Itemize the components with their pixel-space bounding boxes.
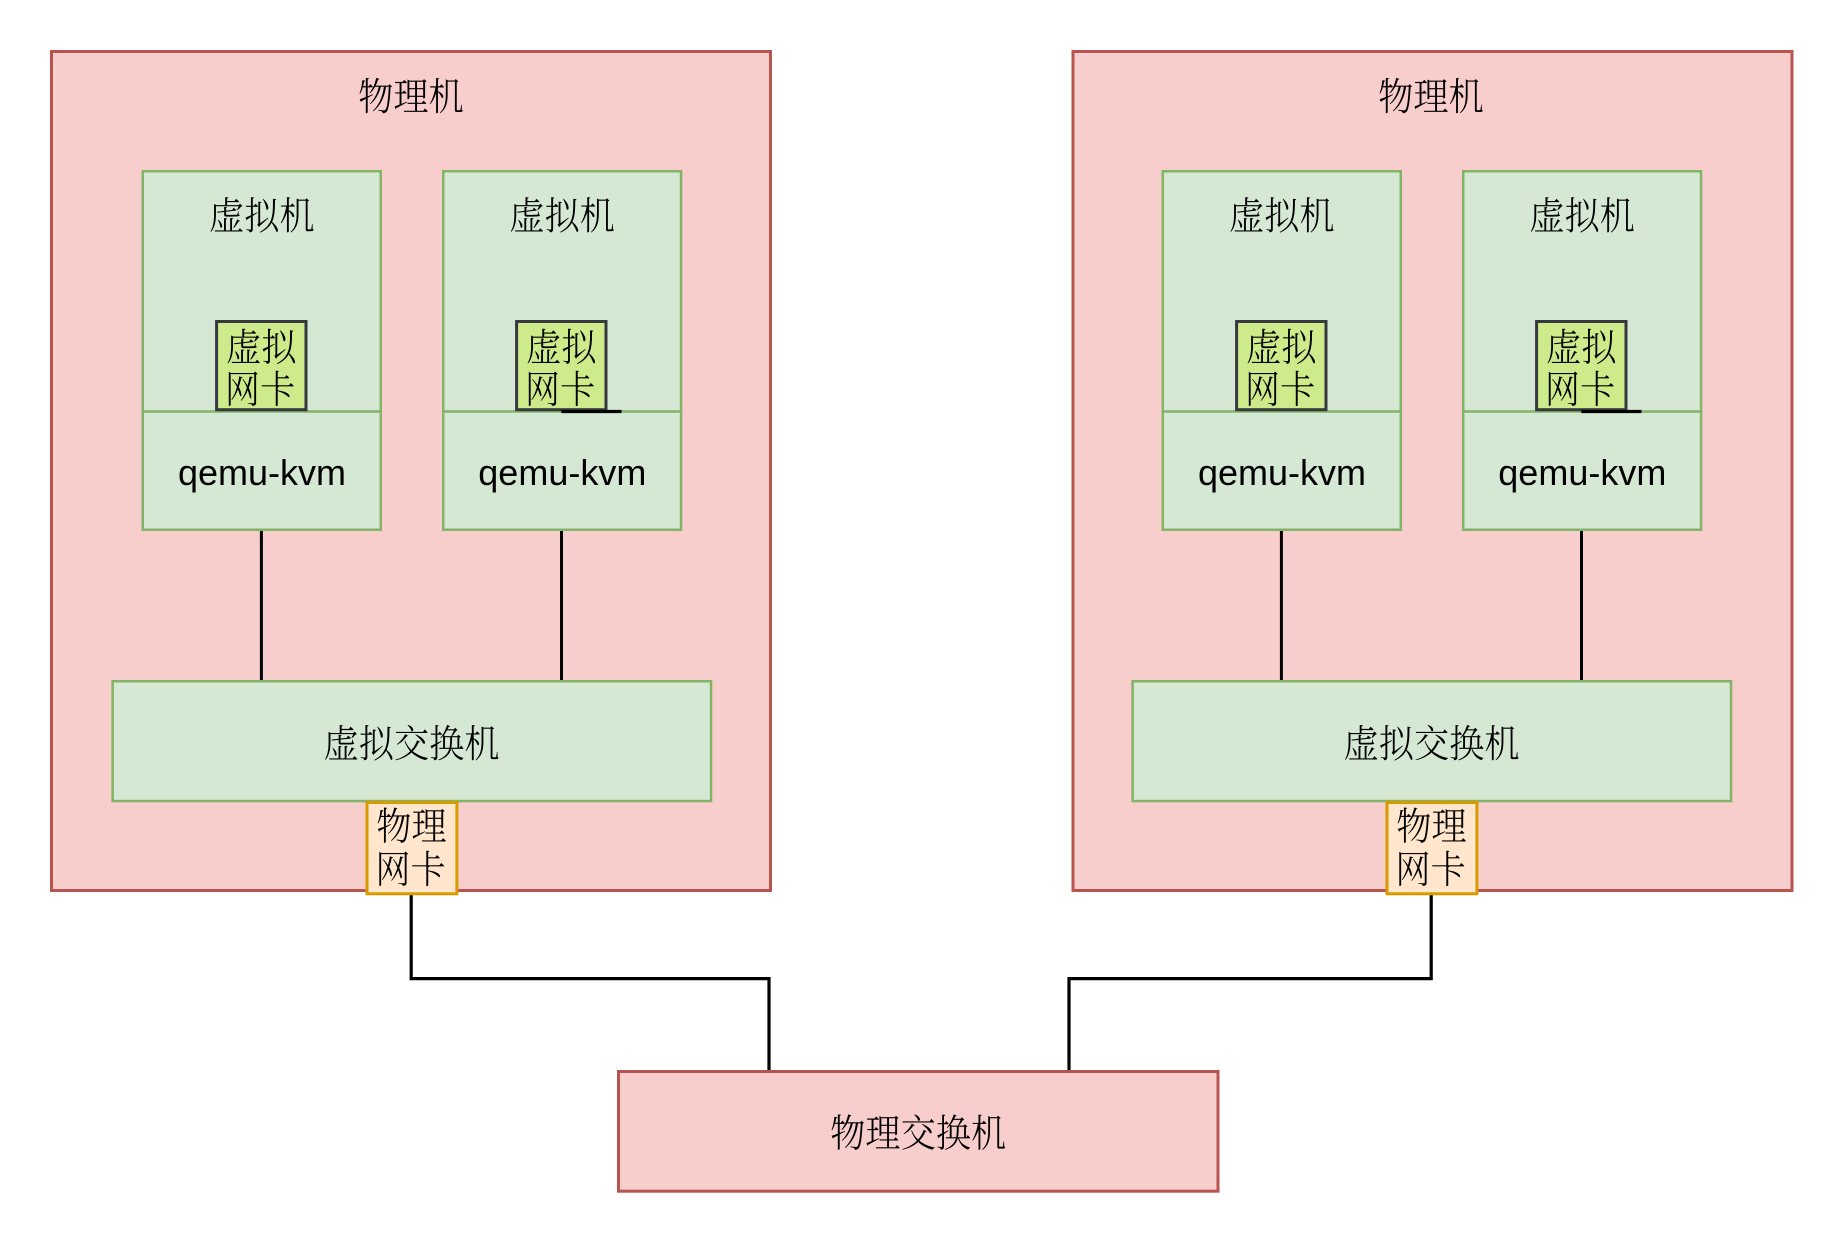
svg-text:qemu-kvm: qemu-kvm: [178, 452, 346, 493]
svg-text:qemu-kvm: qemu-kvm: [1198, 452, 1366, 493]
svg-text:qemu-kvm: qemu-kvm: [1498, 452, 1666, 493]
svg-text:qemu-kvm: qemu-kvm: [478, 452, 646, 493]
